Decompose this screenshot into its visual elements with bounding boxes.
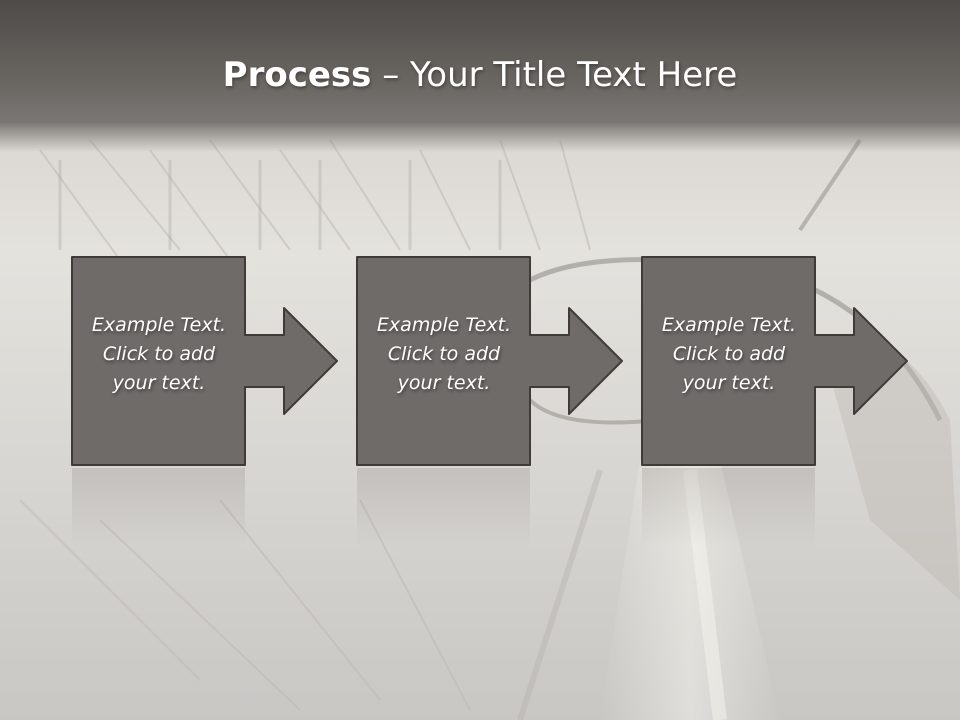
step-reflection-2 [357, 468, 530, 546]
title-rest: Your Title Text Here [410, 55, 738, 95]
step-1-line-3: your text. [112, 372, 206, 394]
arrow-shape-1 [71, 256, 338, 466]
process-step-1[interactable]: Example Text. Click to add your text. [71, 256, 342, 467]
process-step-2[interactable]: Example Text. Click to add your text. [356, 256, 627, 467]
step-2-line-1: Example Text. [376, 314, 512, 336]
step-3-line-2: Click to add [672, 343, 786, 365]
process-step-3[interactable]: Example Text. Click to add your text. [641, 256, 912, 467]
slide-title[interactable]: Process – Your Title Text Here [0, 52, 960, 98]
step-1-line-1: Example Text. [91, 314, 227, 336]
step-1-line-2: Click to add [102, 343, 216, 365]
step-3-line-1: Example Text. [661, 314, 797, 336]
step-3-line-3: your text. [682, 372, 776, 394]
step-2-line-2: Click to add [387, 343, 501, 365]
arrow-shape-2 [356, 256, 623, 466]
step-text-2[interactable]: Example Text. Click to add your text. [357, 311, 531, 398]
step-text-3[interactable]: Example Text. Click to add your text. [642, 311, 816, 398]
title-separator: – [371, 55, 411, 95]
step-reflection-1 [72, 468, 245, 546]
step-2-line-3: your text. [397, 372, 491, 394]
step-text-1[interactable]: Example Text. Click to add your text. [72, 311, 246, 398]
step-reflection-3 [642, 468, 815, 546]
arrow-shape-3 [641, 256, 908, 466]
title-bar [0, 0, 960, 152]
title-bold: Process [222, 55, 372, 95]
